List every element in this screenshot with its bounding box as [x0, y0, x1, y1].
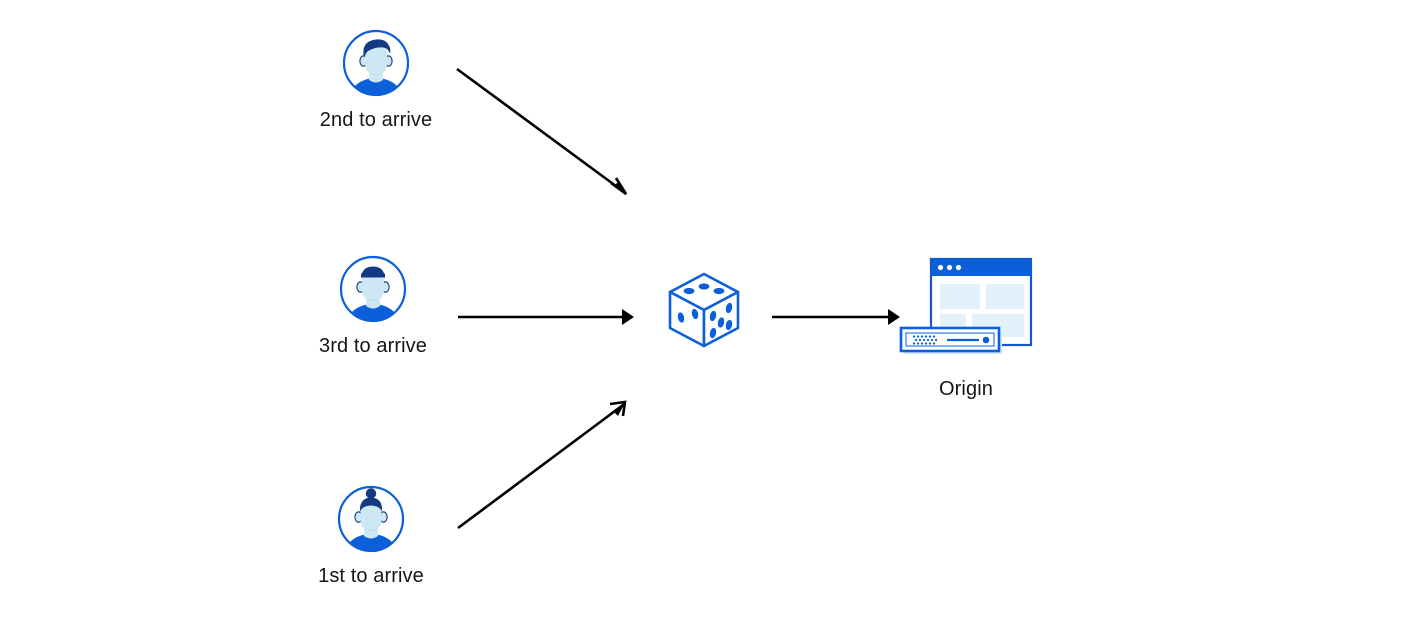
- client-node-2nd[interactable]: 2nd to arrive: [310, 28, 442, 133]
- arrow-2nd-to-dice: [456, 67, 628, 196]
- user-avatar-icon: [341, 28, 411, 98]
- client-label-1st: 1st to arrive: [318, 565, 424, 587]
- client-label-2nd: 2nd to arrive: [319, 109, 433, 131]
- origin-server-icon: [893, 252, 1039, 364]
- arrow-dice-to-origin: [772, 309, 900, 325]
- client-node-1st[interactable]: 1st to arrive: [305, 484, 437, 589]
- randomizer-node[interactable]: [658, 264, 750, 356]
- client-label-3rd: 3rd to arrive: [318, 335, 427, 357]
- arrow-3rd-to-dice: [458, 309, 634, 325]
- user-avatar-icon: [338, 254, 408, 324]
- origin-label: Origin: [939, 378, 993, 400]
- client-node-3rd[interactable]: 3rd to arrive: [307, 254, 439, 359]
- origin-node[interactable]: Origin: [893, 252, 1039, 402]
- arrow-1st-to-dice: [457, 400, 627, 530]
- dice-icon: [658, 264, 750, 356]
- user-avatar-icon: [336, 484, 406, 554]
- router-appliance-glyph: [899, 326, 1002, 354]
